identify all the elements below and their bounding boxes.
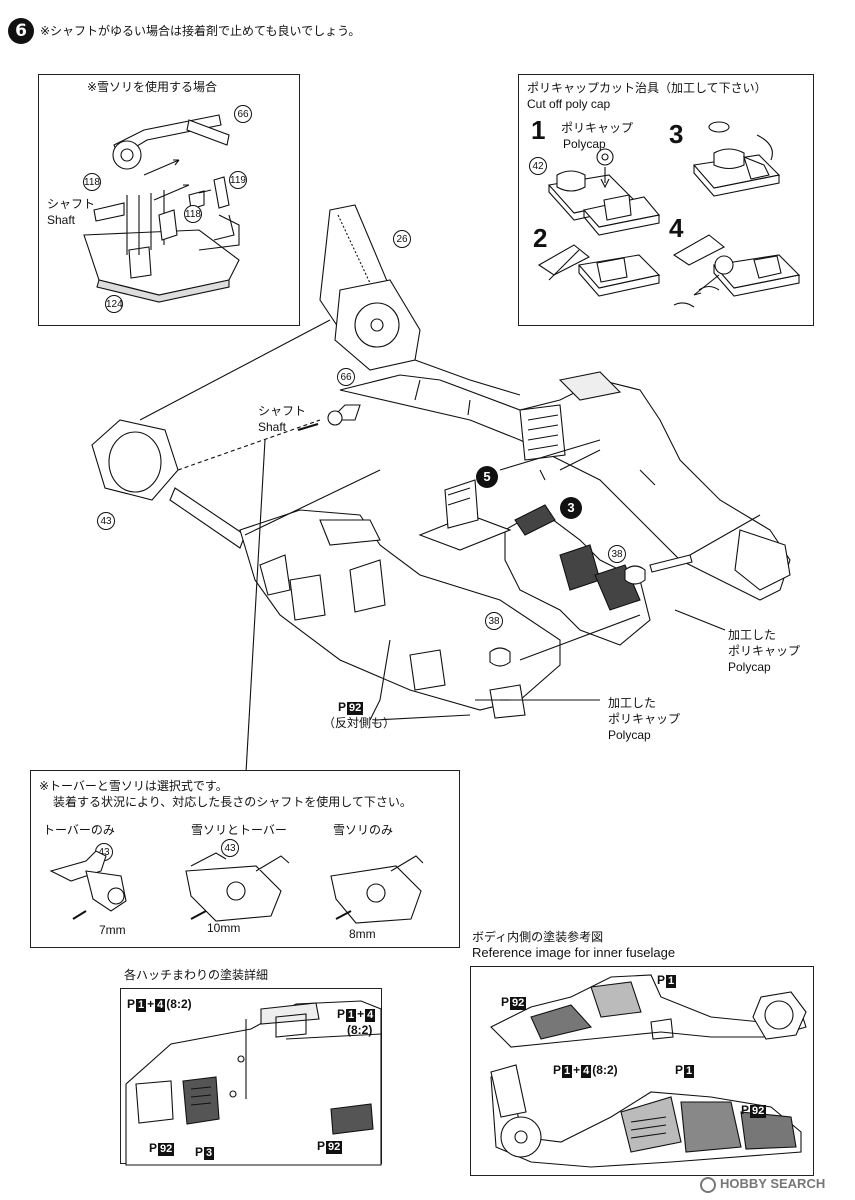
selection-box: ※トーバーと雪ソリは選択式です。 装着する状況により、対応した長さのシャフトを使… xyxy=(30,770,460,948)
option-ski-length: 8mm xyxy=(349,927,376,941)
part-118-label-a: 118 xyxy=(83,173,101,191)
inner-mix-ratio: (8:2) xyxy=(592,1063,618,1077)
part-43-label: 43 xyxy=(97,512,115,530)
part-118-label-b: 118 xyxy=(184,205,202,223)
inner-fuselage-drawing xyxy=(490,974,807,1168)
paint-p-label: P xyxy=(338,700,347,714)
part-66-label: 66 xyxy=(234,105,252,123)
inner-p92b-box: 92 xyxy=(750,1105,767,1118)
hatch-p92a-box: 92 xyxy=(158,1143,175,1156)
polycap-step-2: 2 xyxy=(533,223,548,253)
polycap-step-3: 3 xyxy=(669,119,684,149)
paint-92-box: 92 xyxy=(347,702,364,715)
fuselage-exploded-drawing xyxy=(91,204,791,791)
polycap-note-2-jp1: 加工した xyxy=(608,696,657,710)
selection-line2: 装着する状況により、対応した長さのシャフトを使用して下さい。 xyxy=(53,795,412,809)
option-towbar-length: 7mm xyxy=(99,923,126,937)
subassembly-3-badge: 3 xyxy=(560,497,582,519)
hatch-tl-ratio: (8:2) xyxy=(166,997,192,1011)
option-ski-towbar-part: 43 xyxy=(221,839,239,857)
hatch-tr-p4: 4 xyxy=(365,1009,376,1022)
polycap-note-2-en: Polycap xyxy=(608,728,651,742)
part-119-label: 119 xyxy=(229,171,247,189)
step-note: ※シャフトがゆるい場合は接着剤で止めても良いでしょう。 xyxy=(40,24,361,38)
polycap-note-1-jp1: 加工した xyxy=(728,628,777,642)
inner-p1a-box: 1 xyxy=(666,975,677,988)
hatch-tr-p1: 1 xyxy=(346,1009,357,1022)
polycap-jig-drawing xyxy=(537,121,801,308)
polycap-title-en: Cut off poly cap xyxy=(527,97,611,111)
hatch-p92b-box: 92 xyxy=(326,1141,343,1154)
option-ski-towbar-length: 10mm xyxy=(207,921,241,935)
shaft-label-jp: シャフト xyxy=(47,197,96,211)
part-38-label-b: 38 xyxy=(485,612,503,630)
snow-ski-title: ※雪ソリを使用する場合 xyxy=(87,80,218,94)
part-26-label: 26 xyxy=(393,230,411,248)
hatch-p3-box: 3 xyxy=(204,1147,215,1160)
inner-mix-p4: 4 xyxy=(581,1065,592,1078)
inner-mix-p1: 1 xyxy=(562,1065,573,1078)
step-number-badge: 6 xyxy=(8,18,34,44)
polycap-note-1-jp2: ポリキャップ xyxy=(728,644,801,658)
polycap-title-jp: ポリキャップカット治具（加工して下さい） xyxy=(527,81,767,95)
polycap-jig-box: ポリキャップカット治具（加工して下さい） Cut off poly cap 1 … xyxy=(518,74,814,326)
inner-title-en: Reference image for inner fuselage xyxy=(472,945,676,960)
selection-drawing xyxy=(49,850,424,924)
inner-title-jp: ボディ内側の塗装参考図 xyxy=(472,930,604,944)
shaft-label-en: Shaft xyxy=(47,213,76,227)
part-42-label: 42 xyxy=(529,157,547,175)
part-38-label-a: 38 xyxy=(608,545,626,563)
hatch-tl-p1: 1 xyxy=(136,999,147,1012)
polycap-note-2-jp2: ポリキャップ xyxy=(608,712,681,726)
hatch-title: 各ハッチまわりの塗装詳細 xyxy=(124,968,269,982)
main-shaft-en: Shaft xyxy=(258,420,287,434)
snow-ski-drawing xyxy=(83,114,240,303)
watermark-text: HOBBY SEARCH xyxy=(720,1176,826,1191)
polycap-step1-jp: ポリキャップ xyxy=(561,121,634,135)
selection-line1: ※トーバーと雪ソリは選択式です。 xyxy=(39,779,228,793)
inner-p92a-box: 92 xyxy=(510,997,527,1010)
option-ski-towbar-label: 雪ソリとトーバー xyxy=(191,823,287,837)
hatch-tl-p4: 4 xyxy=(155,999,166,1012)
part-124-label: 124 xyxy=(105,295,123,313)
inner-p1b-box: 1 xyxy=(684,1065,695,1078)
subassembly-5-badge: 5 xyxy=(476,466,498,488)
watermark-logo-icon xyxy=(700,1176,716,1193)
polycap-step1-en: Polycap xyxy=(563,137,606,151)
polycap-note-1-en: Polycap xyxy=(728,660,771,674)
part-66-main-label: 66 xyxy=(337,368,355,386)
opposite-side-note: （反対側も） xyxy=(323,716,396,730)
snow-ski-box: ※雪ソリを使用する場合 66 118 119 xyxy=(38,74,300,326)
option-towbar-label: トーバーのみ xyxy=(43,823,115,837)
hatch-drawing xyxy=(125,1000,382,1166)
polycap-step-4: 4 xyxy=(669,213,684,243)
hatch-tr-ratio: (8:2) xyxy=(347,1023,373,1037)
hobby-search-watermark: HOBBY SEARCH xyxy=(700,1176,825,1193)
polycap-step-1: 1 xyxy=(531,115,546,145)
main-shaft-jp: シャフト xyxy=(258,404,307,418)
option-ski-label: 雪ソリのみ xyxy=(333,823,394,837)
